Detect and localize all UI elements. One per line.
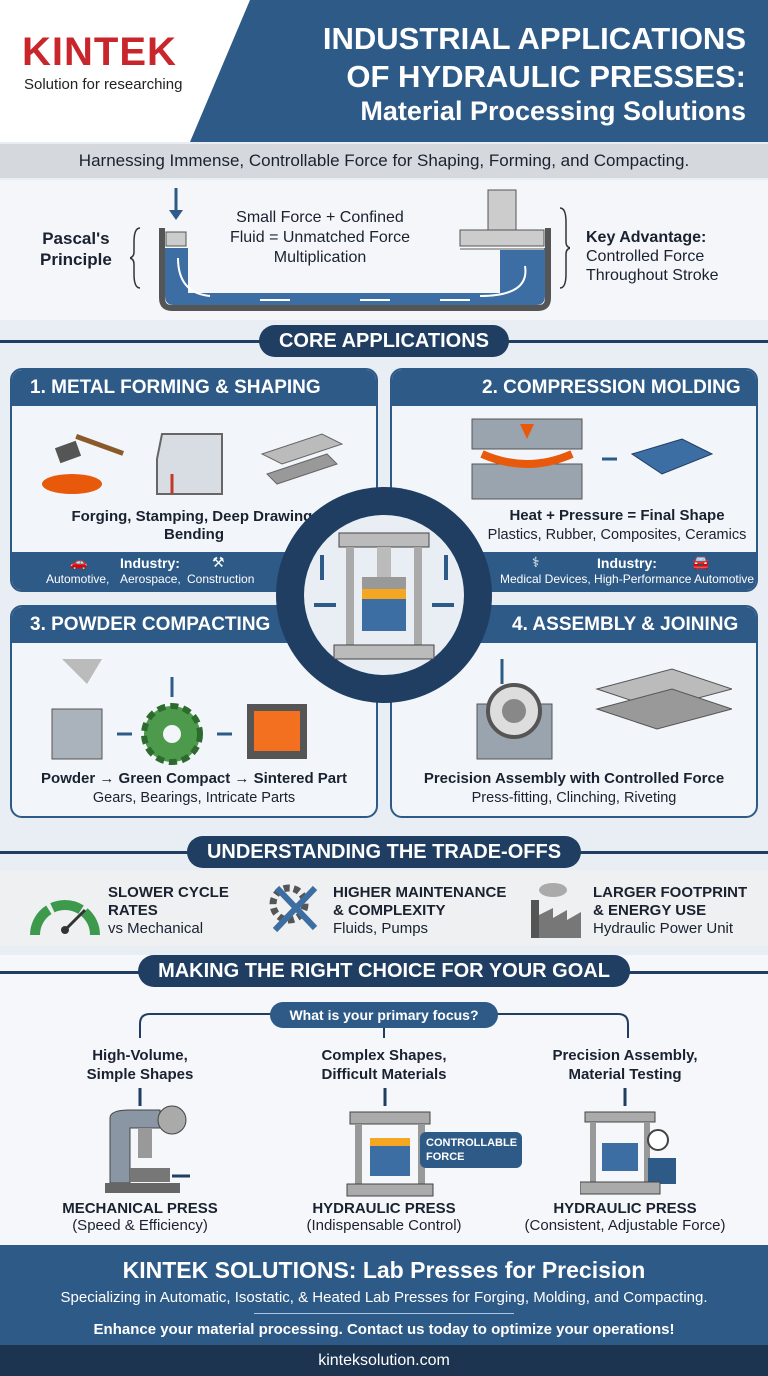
- goal-line: High-Volume,: [92, 1047, 188, 1064]
- option-result: HYDRAULIC PRESS (Consistent, Adjustable …: [505, 1200, 745, 1234]
- industry-item: Automotive,: [46, 572, 110, 586]
- card-main: Precision Assembly with Controlled Force: [423, 770, 725, 787]
- tradeoff-title: LARGER FOOTPRINT: [593, 884, 748, 901]
- option-goal: Complex Shapes, Difficult Materials: [284, 1046, 484, 1084]
- industry-label: Industry:: [597, 555, 657, 571]
- title-line: OF HYDRAULIC PRESSES:: [346, 59, 746, 94]
- tradeoff-note: vs Mechanical: [108, 920, 204, 937]
- press-reason: (Consistent, Adjustable Force): [524, 1217, 726, 1234]
- goal-line: Simple Shapes: [86, 1066, 194, 1083]
- industry-item: Construction: [187, 572, 255, 586]
- pascal-label: Pascal's Principle: [40, 228, 112, 270]
- goal-line: Difficult Materials: [321, 1066, 447, 1083]
- card-sub: Gears, Bearings, Intricate Parts: [92, 790, 296, 806]
- tradeoff-title: & COMPLEXITY: [333, 902, 446, 919]
- title-line: INDUSTRIAL APPLICATIONS: [322, 21, 746, 56]
- tools-icon: [269, 884, 318, 933]
- callout-line: CONTROLLABLE: [426, 1137, 518, 1149]
- tradeoff-title: & ENERGY USE: [593, 902, 707, 919]
- bearing-plates-icon: [476, 659, 732, 760]
- card-sub: Plastics, Rubber, Composites, Ceramics: [487, 527, 747, 543]
- label-line: Principle: [40, 250, 112, 269]
- advantage-title: Key Advantage:: [586, 229, 707, 246]
- option-result: MECHANICAL PRESS (Speed & Efficiency): [40, 1200, 240, 1234]
- header-title-panel: [190, 0, 768, 142]
- card-main: Heat + Pressure = Final Shape: [509, 507, 725, 524]
- tradeoffs-row: [0, 870, 768, 946]
- mechanical-press-icon: [105, 1088, 190, 1193]
- goal-line: Material Testing: [568, 1066, 682, 1083]
- tradeoff-title: HIGHER MAINTENANCE: [333, 884, 507, 901]
- advantage-line: Controlled Force: [586, 248, 705, 265]
- divider: [254, 1313, 514, 1314]
- press-type: HYDRAULIC PRESS: [312, 1200, 456, 1217]
- main-line: Bending: [164, 526, 224, 543]
- tradeoff-item: LARGER FOOTPRINT & ENERGY USE Hydraulic …: [593, 884, 747, 937]
- card-title: 1. METAL FORMING & SHAPING: [12, 370, 376, 406]
- footer-cta: Enhance your material processing. Contac…: [93, 1321, 675, 1338]
- advantage-line: Throughout Stroke: [586, 267, 719, 284]
- card-main: Forging, Stamping, Deep Drawing, Bending: [12, 508, 376, 544]
- tradeoff-item: HIGHER MAINTENANCE & COMPLEXITY Fluids, …: [333, 884, 506, 937]
- formula-line: Small Force + Confined: [236, 209, 404, 226]
- option-goal: High-Volume, Simple Shapes: [40, 1046, 240, 1084]
- tradeoff-title: SLOWER CYCLE: [108, 884, 229, 901]
- forging-stamping-icon: [42, 433, 344, 495]
- key-advantage: Key Advantage: Controlled Force Througho…: [586, 228, 719, 285]
- choice-heading: MAKING THE RIGHT CHOICE FOR YOUR GOAL: [138, 955, 630, 987]
- footer: KINTEK SOLUTIONS: Lab Presses for Precis…: [0, 1245, 768, 1345]
- logo-tagline: Solution for researching: [24, 76, 183, 93]
- controllable-force-callout: CONTROLLABLE FORCE: [420, 1132, 522, 1168]
- callout-line: FORCE: [426, 1151, 465, 1163]
- page-subtitle-title: Material Processing Solutions: [360, 96, 746, 126]
- mold-icon: [471, 418, 714, 500]
- card-main: Powder → Green Compact → Sintered Part: [41, 770, 347, 787]
- tradeoff-note: Hydraulic Power Unit: [593, 920, 734, 937]
- press-reason: (Speed & Efficiency): [72, 1217, 208, 1234]
- label-line: Pascal's: [42, 229, 110, 248]
- page-title: INDUSTRIAL APPLICATIONS OF HYDRAULIC PRE…: [323, 20, 746, 96]
- tradeoffs-heading: UNDERSTANDING THE TRADE-OFFS: [186, 836, 582, 868]
- stethoscope-icon: ⚕: [532, 554, 540, 570]
- option-result: HYDRAULIC PRESS (Indispensable Control): [284, 1200, 484, 1234]
- goal-line: Complex Shapes,: [321, 1047, 447, 1064]
- card-title: 2. COMPRESSION MOLDING: [392, 370, 756, 406]
- kintek-logo: KINTEK: [22, 30, 177, 74]
- car-icon: 🚘: [692, 554, 710, 570]
- focus-question: What is your primary focus?: [270, 1002, 498, 1028]
- car-icon: 🚗: [70, 554, 88, 570]
- industry-item: Medical Devices, High-Performance Automo…: [500, 572, 755, 586]
- pascal-diagram-icon: [130, 188, 570, 311]
- tradeoff-item: SLOWER CYCLE RATES vs Mechanical: [108, 884, 229, 937]
- gauge-icon: [30, 900, 100, 936]
- core-applications-heading: CORE APPLICATIONS: [258, 325, 510, 357]
- formula-line: Multiplication: [273, 249, 367, 266]
- pascal-formula: Small Force + Confined Fluid = Unmatched…: [215, 208, 425, 268]
- factory-icon: [531, 883, 581, 938]
- card-sub: Press-fitting, Clinching, Riveting: [471, 790, 677, 806]
- lab-press-icon: [580, 1088, 676, 1195]
- press-type: HYDRAULIC PRESS: [553, 1200, 697, 1217]
- tools-icon: ⚒: [212, 554, 225, 570]
- press-type: MECHANICAL PRESS: [62, 1200, 218, 1217]
- industry-label: Industry:: [120, 555, 180, 571]
- press-reason: (Indispensable Control): [306, 1217, 462, 1234]
- formula-line: Fluid = Unmatched Force: [229, 229, 411, 246]
- footer-subtitle: Specializing in Automatic, Isostatic, & …: [60, 1289, 708, 1306]
- powder-process-icon: [51, 659, 307, 765]
- subtitle: Harnessing Immense, Controllable Force f…: [0, 144, 768, 178]
- website-link[interactable]: kinteksolution.com: [0, 1345, 768, 1376]
- footer-title: KINTEK SOLUTIONS: Lab Presses for Precis…: [122, 1257, 646, 1283]
- main-line: Forging, Stamping, Deep Drawing,: [71, 508, 317, 525]
- hydraulic-press-center-icon: [276, 487, 492, 703]
- tradeoff-title: RATES: [108, 902, 158, 919]
- goal-line: Precision Assembly,: [552, 1047, 698, 1064]
- tradeoff-note: Fluids, Pumps: [333, 920, 429, 937]
- option-goal: Precision Assembly, Material Testing: [525, 1046, 725, 1084]
- industry-item: Aerospace,: [120, 572, 181, 586]
